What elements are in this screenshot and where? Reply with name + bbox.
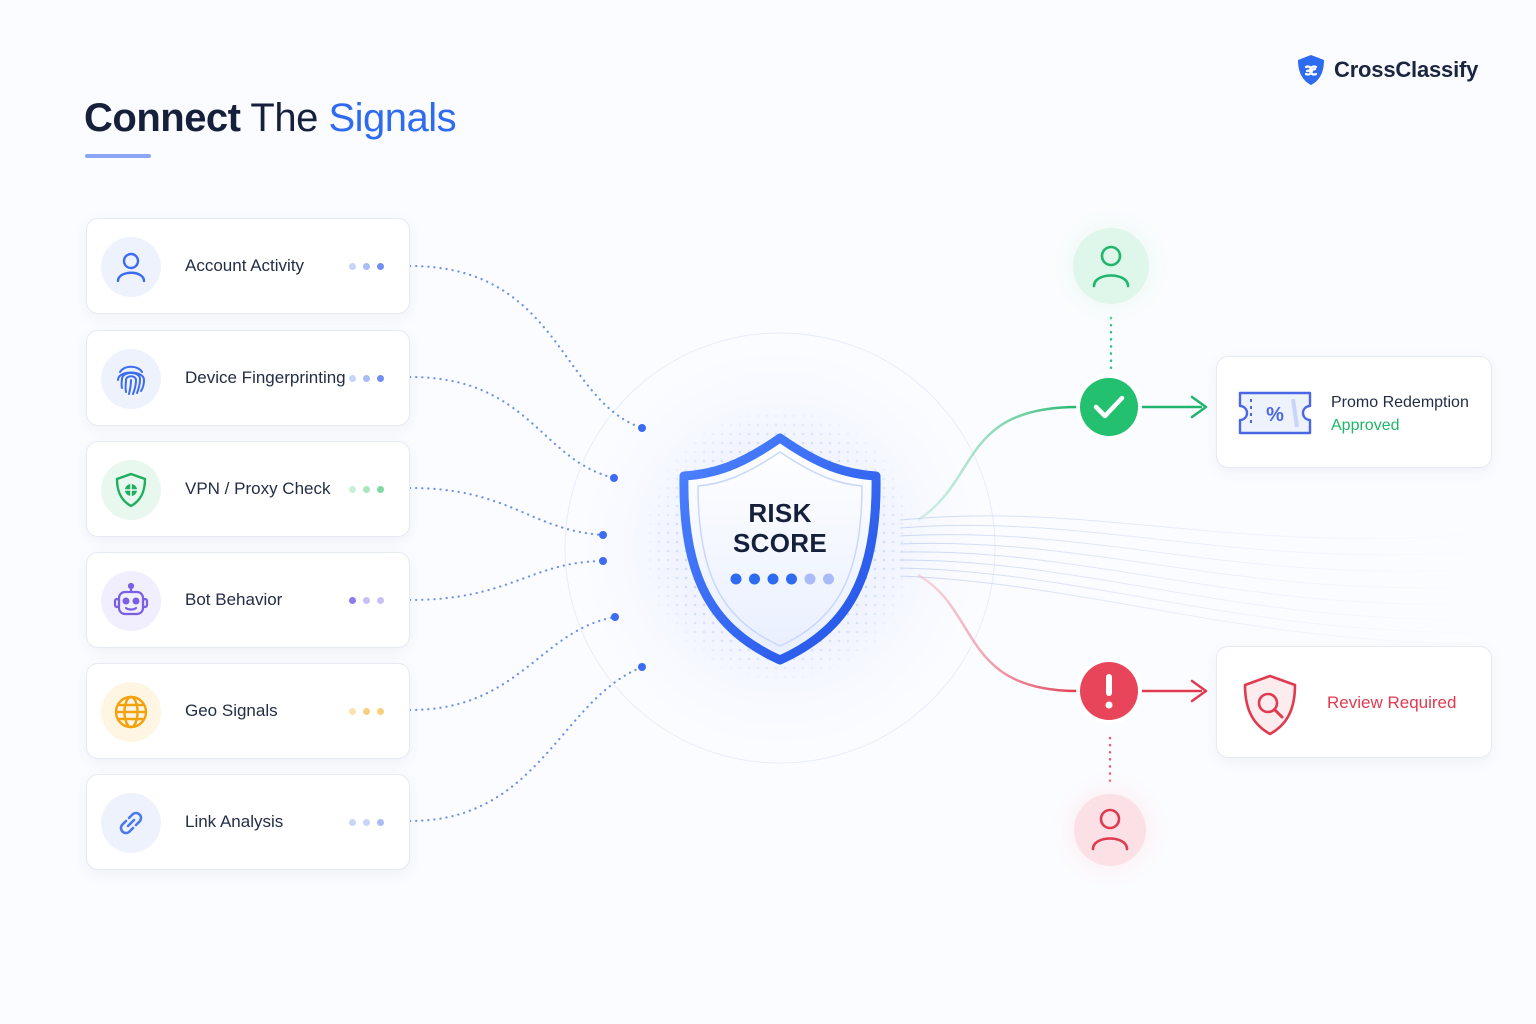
globe-icon bbox=[114, 695, 148, 729]
title-underline bbox=[85, 154, 151, 158]
outcome-label-review: Review Required bbox=[1327, 693, 1457, 712]
signal-label: Device Fingerprinting bbox=[185, 368, 346, 387]
svg-text:%: % bbox=[1266, 404, 1284, 426]
signal-dots bbox=[349, 263, 384, 270]
signal-card-link-analysis[interactable]: Link Analysis bbox=[86, 774, 410, 870]
signal-icon-bg bbox=[101, 571, 161, 631]
review-branch bbox=[917, 573, 1079, 693]
risk-shield-icon bbox=[679, 433, 881, 665]
user-icon bbox=[1092, 245, 1130, 288]
brand: CrossClassify bbox=[1296, 54, 1478, 86]
risk-level-indicator bbox=[730, 573, 834, 585]
title-word-signals: Signals bbox=[328, 96, 457, 140]
signal-icon-bg bbox=[101, 460, 161, 520]
signal-label: Link Analysis bbox=[185, 812, 284, 831]
outcome-card-approved[interactable]: % Promo Redemption Approved bbox=[1216, 356, 1492, 468]
risk-level-dot bbox=[786, 573, 797, 585]
risk-level-dot bbox=[749, 573, 760, 585]
signal-icon-bg bbox=[101, 793, 161, 853]
user-icon bbox=[1091, 808, 1129, 851]
signal-card-geo-signals[interactable]: Geo Signals bbox=[86, 663, 410, 759]
approved-branch bbox=[917, 405, 1079, 522]
risk-level-dot bbox=[730, 573, 742, 585]
user-icon bbox=[116, 252, 146, 283]
shield-icon bbox=[115, 472, 147, 508]
signal-label: Bot Behavior bbox=[185, 590, 283, 609]
signal-label: Geo Signals bbox=[185, 701, 278, 720]
signal-icon-bg bbox=[101, 237, 161, 297]
check-icon bbox=[1093, 395, 1125, 419]
alert-icon bbox=[1105, 674, 1113, 709]
approved-user-node bbox=[1047, 202, 1175, 330]
outcome-card-review[interactable]: Review Required bbox=[1216, 646, 1492, 758]
title-word-the: The bbox=[240, 96, 329, 140]
review-user-node bbox=[1050, 770, 1170, 890]
fingerprint-icon bbox=[117, 365, 146, 395]
risk-level-dot bbox=[804, 573, 816, 585]
signal-card-account-activity[interactable]: Account Activity bbox=[86, 218, 410, 314]
signal-dots bbox=[349, 708, 384, 715]
signal-dots bbox=[349, 597, 384, 604]
signal-card-device-fingerprinting[interactable]: Device Fingerprinting bbox=[86, 330, 410, 426]
robot-icon bbox=[113, 582, 149, 616]
connector-endpoints bbox=[599, 424, 646, 671]
signal-label: Account Activity bbox=[185, 256, 305, 275]
brand-name: CrossClassify bbox=[1334, 57, 1479, 82]
signal-icon-bg bbox=[101, 349, 161, 409]
risk-score-line1: RISK bbox=[748, 498, 812, 528]
signal-card-bot-behavior[interactable]: Bot Behavior bbox=[86, 552, 410, 648]
alert-node bbox=[1076, 658, 1142, 724]
signal-icon-bg bbox=[101, 682, 161, 742]
title-word-connect: Connect bbox=[84, 96, 241, 140]
outcome-status-approved: Approved bbox=[1331, 417, 1400, 434]
risk-level-dot bbox=[823, 573, 834, 585]
signal-connectors bbox=[408, 264, 644, 823]
coupon-icon: % bbox=[1238, 391, 1312, 435]
signal-dots bbox=[349, 375, 384, 382]
link-icon bbox=[119, 811, 143, 835]
page-title: Connect The Signals bbox=[84, 96, 457, 141]
signal-dots bbox=[349, 486, 384, 493]
crossclassify-logo-icon bbox=[1298, 55, 1324, 85]
shield-search-icon bbox=[1243, 674, 1297, 736]
risk-score-label: RISK SCORE bbox=[700, 498, 860, 558]
data-stream bbox=[899, 515, 1521, 645]
signal-dots bbox=[349, 819, 384, 826]
signal-label: VPN / Proxy Check bbox=[185, 479, 331, 498]
check-node bbox=[1076, 374, 1142, 440]
risk-score-line2: SCORE bbox=[733, 528, 827, 558]
outcome-title: Promo Redemption bbox=[1331, 394, 1469, 411]
signal-card-vpn-proxy-check[interactable]: VPN / Proxy Check bbox=[86, 441, 410, 537]
risk-level-dot bbox=[767, 573, 779, 585]
